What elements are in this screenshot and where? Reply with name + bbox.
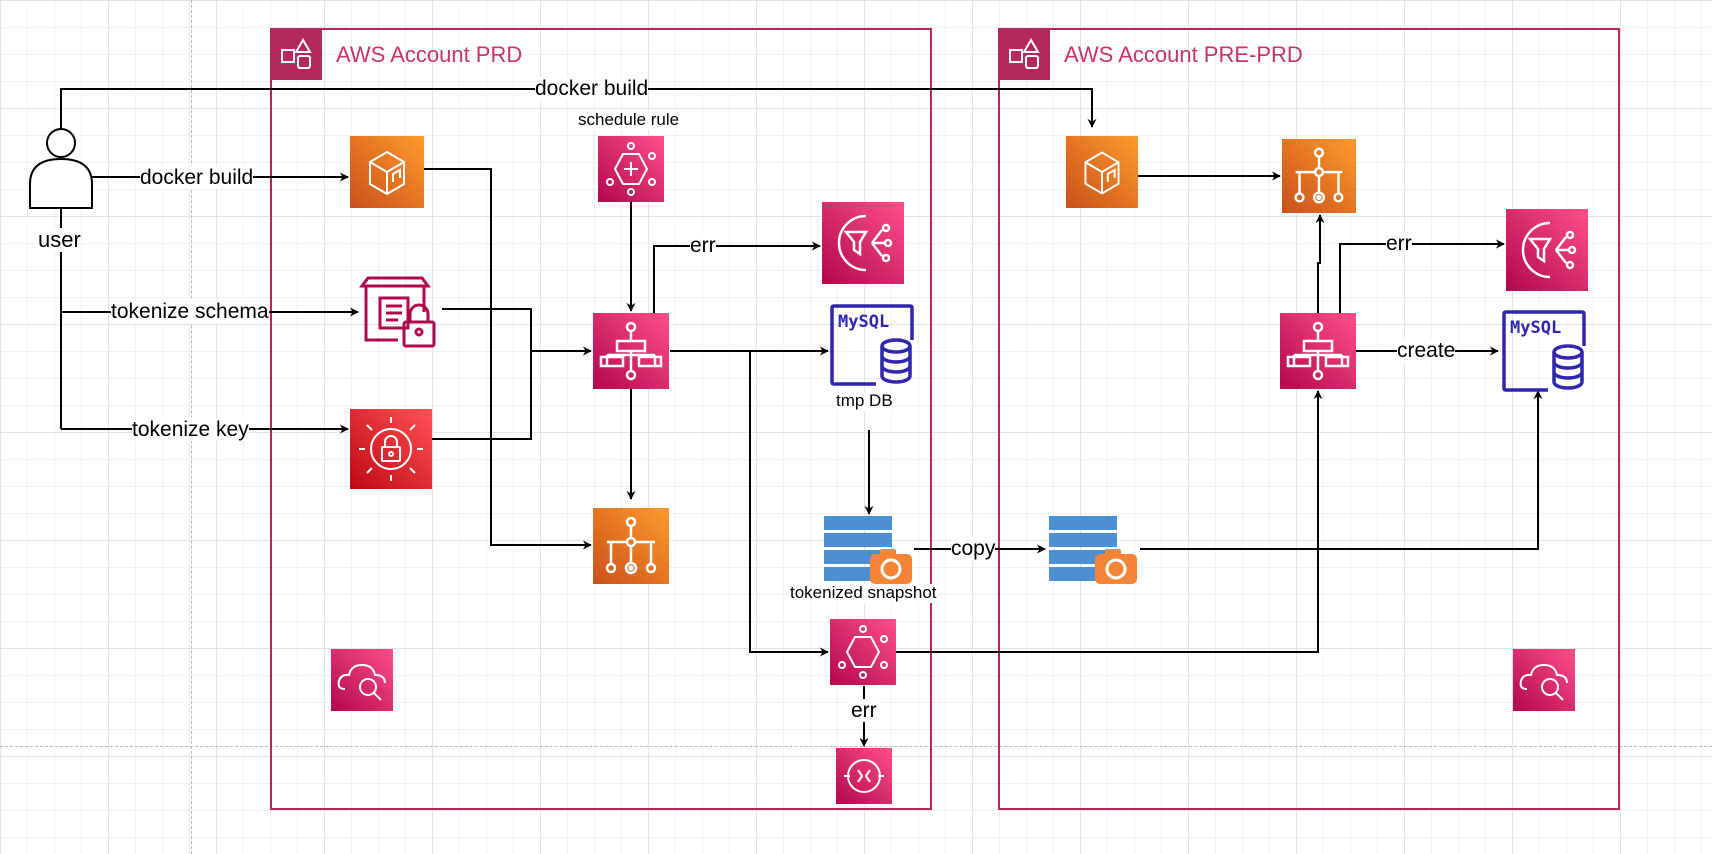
- edge-label-tokenize-key: tokenize key: [132, 418, 249, 442]
- eventbridge-icon[interactable]: [830, 619, 896, 685]
- edge-label-tokenize-schema: tokenize schema: [111, 300, 269, 324]
- rds-snapshot-icon[interactable]: [822, 514, 914, 584]
- edge-label-create: create: [1397, 339, 1456, 363]
- sqs-dlq-icon[interactable]: [836, 748, 892, 804]
- account-title-prd: AWS Account PRD: [336, 42, 523, 67]
- batch-icon[interactable]: [1282, 139, 1356, 213]
- account-group-icon: [270, 28, 322, 80]
- sns-icon[interactable]: [822, 202, 904, 284]
- edge-sfn2-to-batch2: [1315, 214, 1325, 313]
- edge-label-err: err: [1386, 232, 1412, 256]
- sns-icon[interactable]: [1506, 209, 1588, 291]
- edge-label-docker-build: docker build: [140, 166, 254, 190]
- edge-label-err: err: [690, 234, 716, 258]
- ecr-icon[interactable]: [1066, 136, 1138, 208]
- account-group-icon: [998, 28, 1050, 80]
- edge-schema-to-sfn: [442, 308, 532, 351]
- mysql-text: MySQL: [838, 312, 890, 332]
- user-icon: [28, 126, 94, 210]
- mysql-text: MySQL: [1510, 318, 1562, 338]
- ecr-icon[interactable]: [350, 136, 424, 208]
- cloudwatch-icon[interactable]: [1513, 649, 1575, 711]
- eventbridge-rule-icon[interactable]: [598, 136, 664, 202]
- edge-ecr-to-batch: [424, 168, 592, 550]
- edge-label-copy: copy: [951, 537, 996, 561]
- schedule-rule-label: schedule rule: [578, 110, 680, 130]
- rds-snapshot-icon[interactable]: [1047, 514, 1139, 584]
- edge-label-err: err: [851, 699, 877, 723]
- glue-schema-lock-icon[interactable]: [358, 268, 442, 352]
- edge-eventbridge-to-sfn2: [896, 390, 1323, 653]
- account-title-pre-prd: AWS Account PRE-PRD: [1064, 42, 1303, 67]
- aws-account-pre-prd: AWS Account PRE-PRD: [998, 28, 1620, 810]
- rds-mysql-icon[interactable]: MySQL: [828, 302, 916, 390]
- step-functions-icon[interactable]: [593, 313, 669, 389]
- actor-label: user: [38, 227, 81, 253]
- edge-sfn-to-eventbridge: [749, 351, 829, 657]
- aws-account-prd: AWS Account PRD: [270, 28, 932, 810]
- edge-sfn2-err-sns2: [1339, 239, 1505, 313]
- edge-label-docker-build-top: docker build: [535, 77, 649, 101]
- edge-sfn-err-sns: [653, 241, 821, 315]
- edge-kms-to-sfn: [432, 346, 592, 440]
- cloudwatch-icon[interactable]: [331, 649, 393, 711]
- guide-line-horizontal: [0, 746, 1712, 747]
- kms-icon[interactable]: [350, 409, 432, 489]
- edge-snapshot2-to-mysql2: [1140, 390, 1543, 550]
- batch-icon[interactable]: [593, 508, 669, 584]
- step-functions-icon[interactable]: [1280, 313, 1356, 389]
- rds-mysql-icon[interactable]: MySQL: [1500, 308, 1588, 396]
- tokenized-snapshot-label: tokenized snapshot: [790, 583, 937, 603]
- tmp-db-label: tmp DB: [836, 391, 893, 411]
